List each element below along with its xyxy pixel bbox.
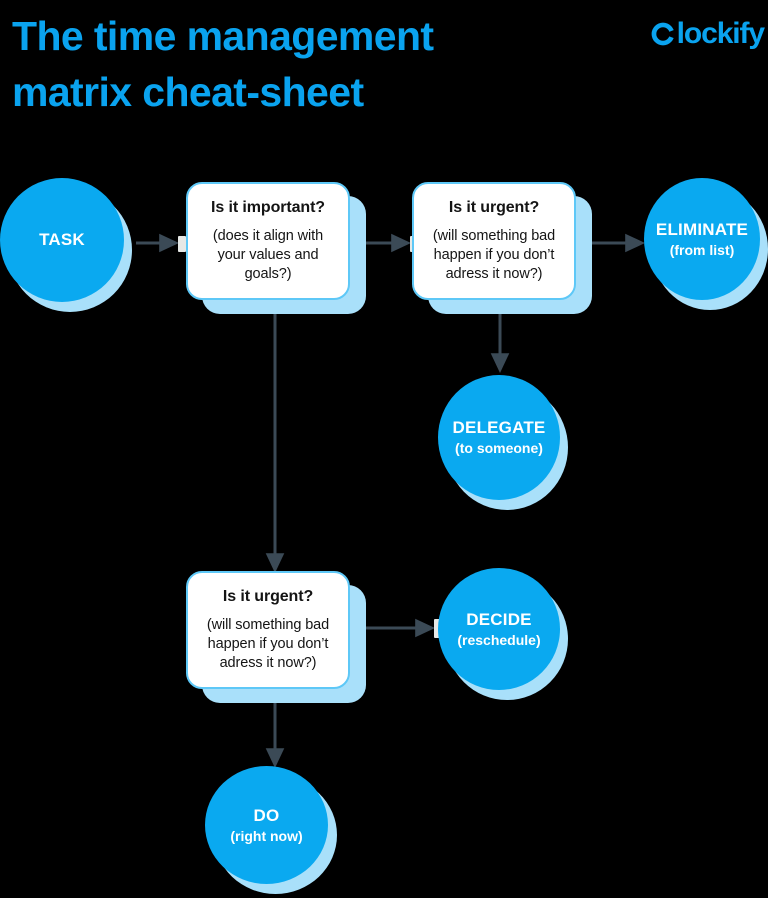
node-is-it-important[interactable]: Is it important? (does it align with you… [186, 182, 366, 314]
clockify-c-mark [650, 21, 676, 47]
node-eliminate[interactable]: ELIMINATE (from list) [644, 178, 768, 310]
node-is-it-urgent-bottom[interactable]: Is it urgent? (will something bad happen… [186, 571, 366, 703]
node-decide-face: DECIDE (reschedule) [438, 568, 560, 690]
node-do-title: DO [253, 805, 280, 825]
node-task[interactable]: TASK [0, 178, 134, 312]
page-title: The time management matrix cheat-sheet [12, 13, 434, 115]
node-task-title: TASK [39, 230, 85, 249]
node-delegate-subtitle: (to someone) [455, 440, 543, 456]
node-is-it-urgent-bottom-subtitle: (will something bad happen if you don’t … [206, 617, 330, 671]
node-decide[interactable]: DECIDE (reschedule) [438, 568, 568, 700]
node-do-subtitle: (right now) [230, 827, 303, 844]
node-is-it-urgent-bottom-face: Is it urgent? (will something bad happen… [186, 571, 350, 689]
node-do-face: DO (right now) [205, 766, 328, 884]
node-is-it-urgent-top-face: Is it urgent? (will something bad happen… [412, 182, 576, 300]
node-decide-title: DECIDE [466, 609, 532, 629]
node-delegate[interactable]: DELEGATE (to someone) [438, 375, 568, 510]
node-is-it-urgent-top[interactable]: Is it urgent? (will something bad happen… [412, 182, 592, 314]
node-is-it-important-face: Is it important? (does it align with you… [186, 182, 350, 300]
node-is-it-urgent-bottom-title: Is it urgent? [222, 588, 314, 605]
node-delegate-title: DELEGATE [452, 418, 546, 437]
node-do[interactable]: DO (right now) [205, 766, 337, 894]
node-is-it-important-subtitle: (does it align with your values and goal… [212, 228, 324, 282]
node-eliminate-face: ELIMINATE (from list) [644, 178, 760, 300]
node-task-face: TASK [0, 178, 124, 302]
node-delegate-face: DELEGATE (to someone) [438, 375, 560, 500]
node-decide-subtitle: (reschedule) [457, 631, 541, 648]
clockify-logo-text: lockify [676, 17, 765, 50]
node-eliminate-subtitle: (from list) [669, 241, 735, 258]
node-is-it-urgent-top-title: Is it urgent? [448, 199, 540, 216]
node-is-it-urgent-top-subtitle: (will something bad happen if you don’t … [432, 228, 556, 282]
node-eliminate-title: ELIMINATE [655, 219, 749, 239]
clockify-logo: lockify [650, 16, 765, 52]
connector-tab-important-left [178, 236, 186, 252]
node-is-it-important-title: Is it important? [211, 199, 325, 216]
